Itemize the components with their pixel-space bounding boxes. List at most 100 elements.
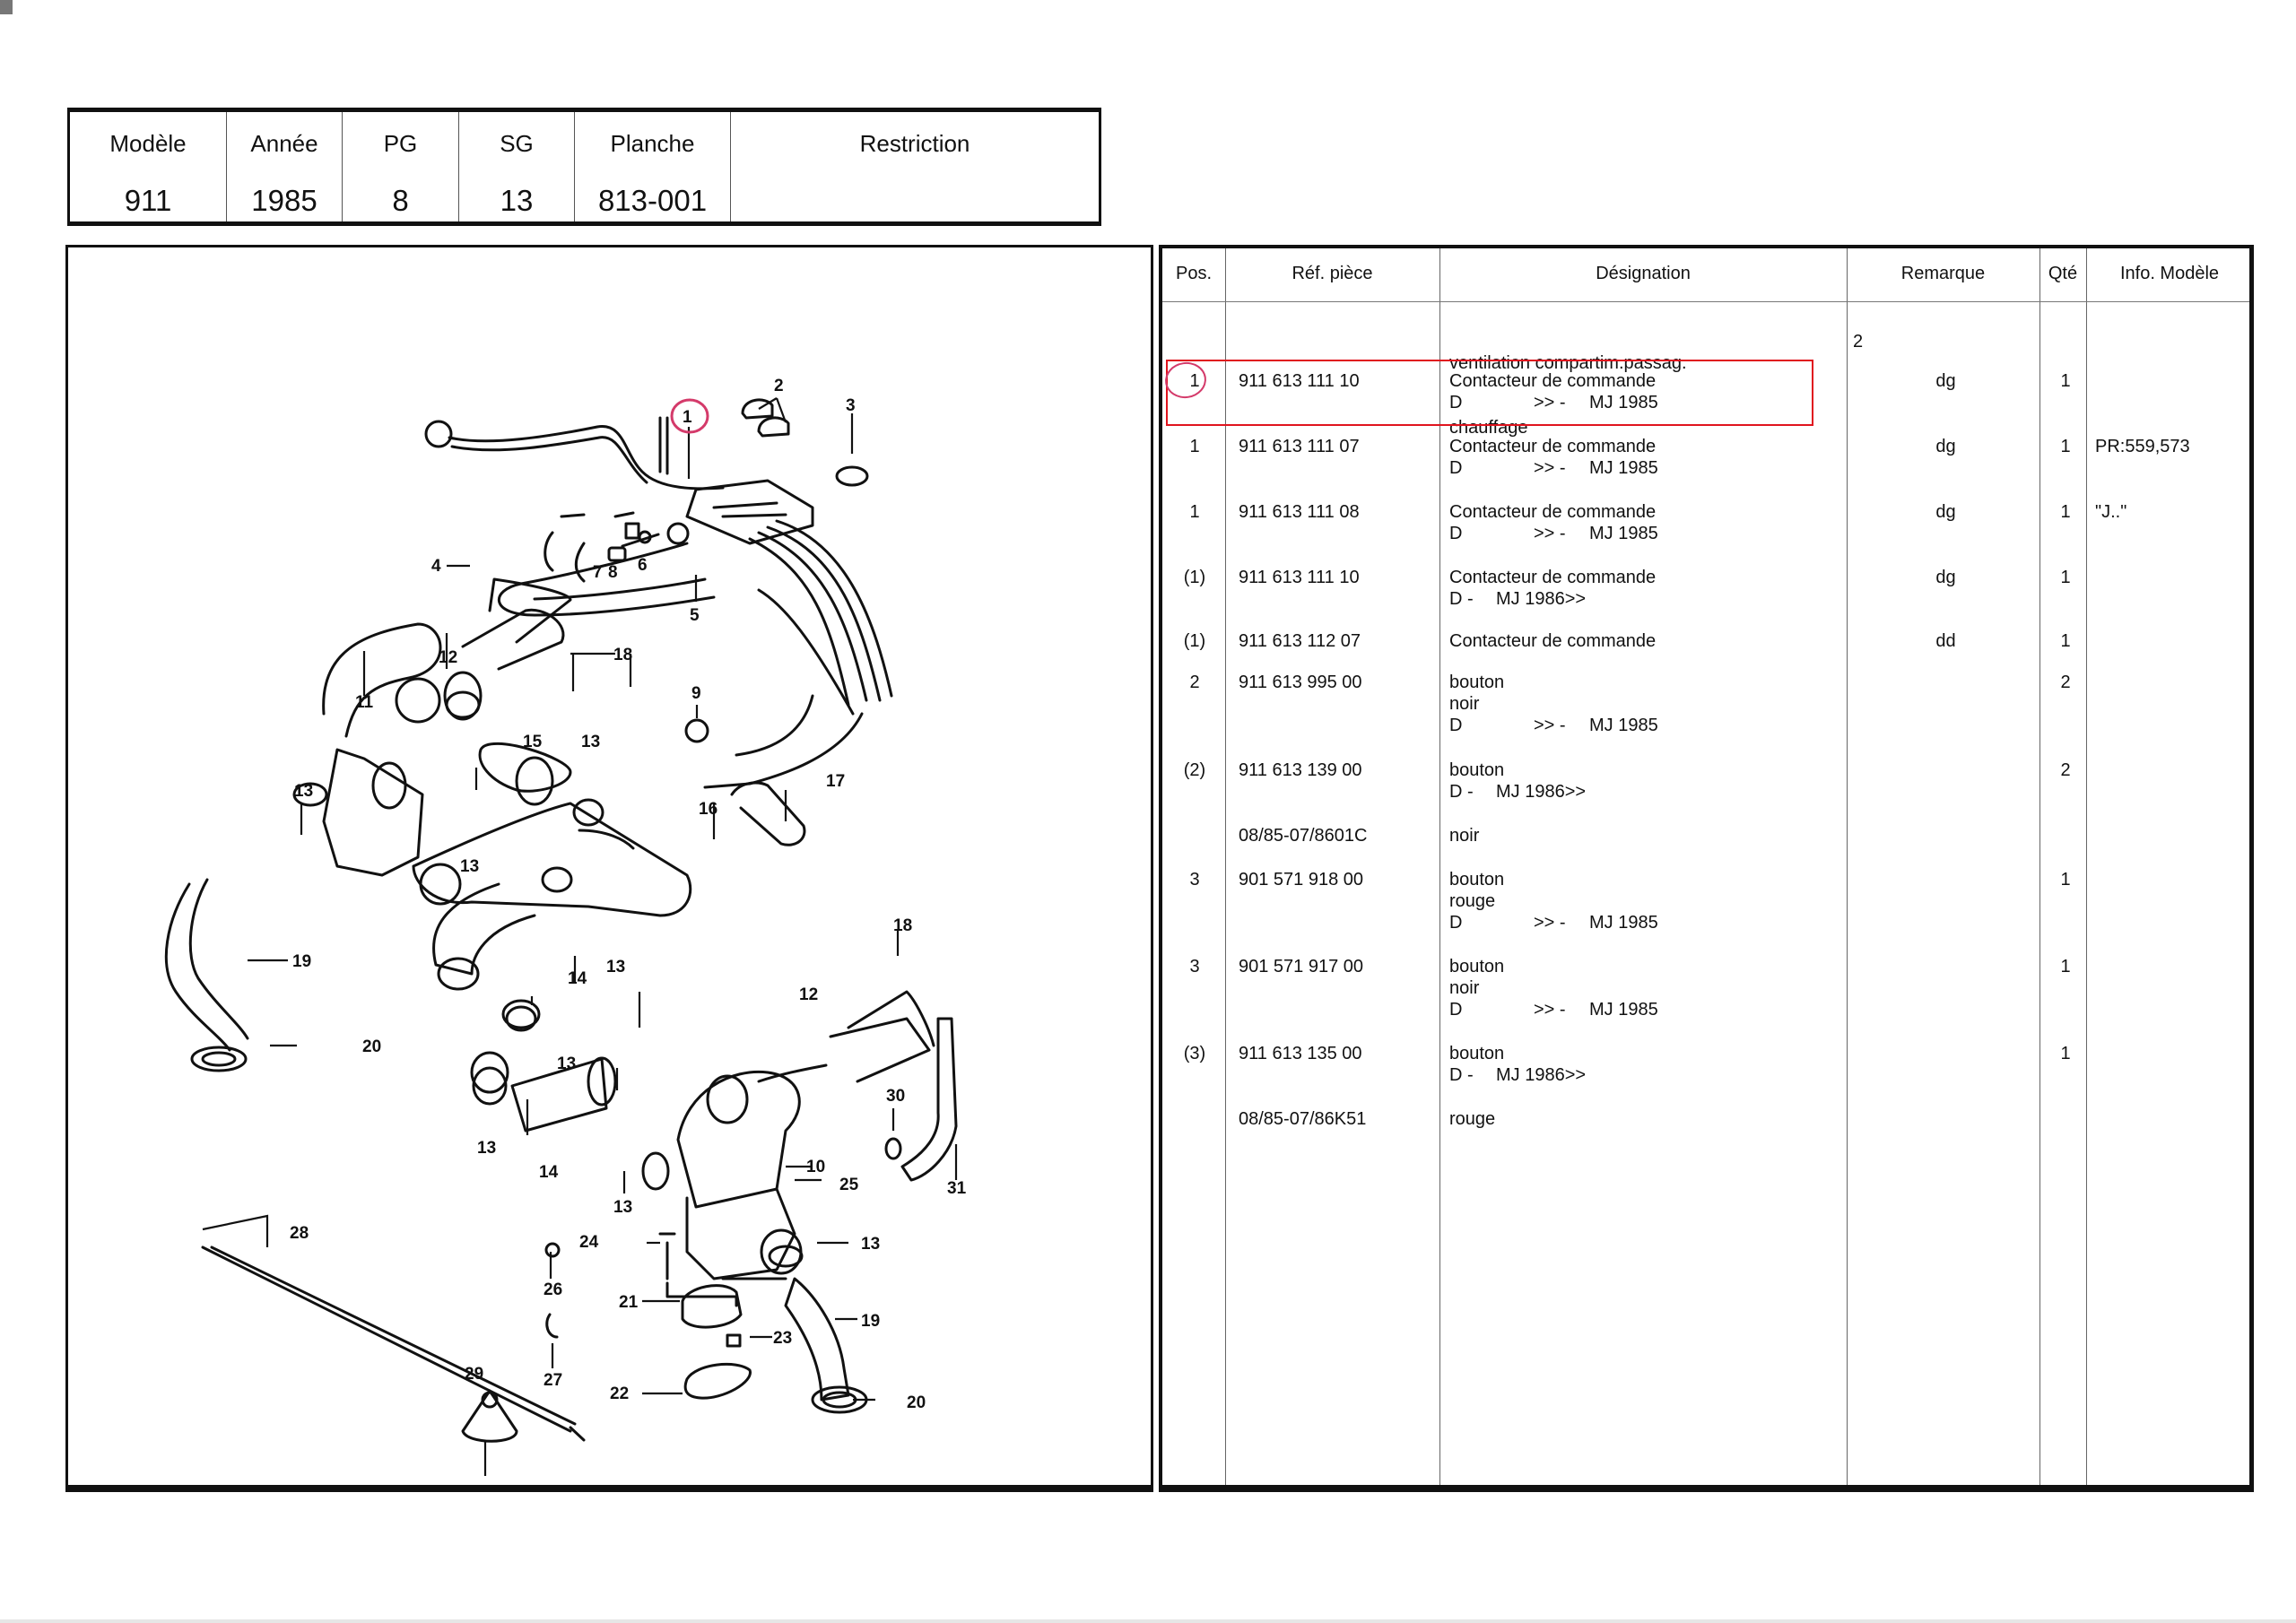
callout-31[interactable]: 31 xyxy=(947,1179,967,1198)
validity-line: D>> -MJ 1985 xyxy=(1449,457,1658,479)
callout-15[interactable]: 15 xyxy=(523,733,543,751)
callout-13c[interactable]: 13 xyxy=(581,733,600,751)
designation-line: bouton xyxy=(1449,673,1505,692)
header-label: PG xyxy=(383,130,418,157)
callout-18a[interactable]: 18 xyxy=(613,646,632,664)
row-pos: (1) xyxy=(1183,568,1206,587)
callout-11[interactable]: 11 xyxy=(355,693,374,712)
callout-13a[interactable]: 13 xyxy=(294,782,313,801)
header-cell-planche: Planche 813-001 xyxy=(575,112,731,221)
callout-13g[interactable]: 13 xyxy=(613,1198,632,1217)
callout-21[interactable]: 21 xyxy=(619,1293,639,1312)
exploded-parts-diagram: 1 2 3 4 5 6 7 8 9 10 11 12 12 13 13 13 1… xyxy=(65,245,1153,1492)
validity-line: D -MJ 1986>> xyxy=(1449,781,1586,803)
validity-arrow: >> - xyxy=(1534,393,1566,412)
designation-line: bouton xyxy=(1449,1044,1505,1063)
row-remarque: dg xyxy=(1935,371,1956,391)
row-quantity: 1 xyxy=(2060,371,2071,391)
callout-10[interactable]: 10 xyxy=(806,1158,825,1176)
callout-25[interactable]: 25 xyxy=(839,1176,859,1194)
callout-24[interactable]: 24 xyxy=(579,1233,599,1252)
row-remarque: dg xyxy=(1935,437,1956,456)
row-quantity: 2 xyxy=(2060,673,2071,692)
validity-year: MJ 1985 xyxy=(1589,458,1658,478)
row-quantity: 1 xyxy=(2060,502,2071,522)
callout-4[interactable]: 4 xyxy=(431,557,441,576)
callout-5[interactable]: 5 xyxy=(690,606,700,625)
designation-line: bouton xyxy=(1449,957,1505,976)
validity-arrow: >> - xyxy=(1534,716,1566,735)
row-pos: 3 xyxy=(1189,957,1200,976)
validity-year: MJ 1986>> xyxy=(1496,1065,1587,1085)
callout-27[interactable]: 27 xyxy=(544,1371,562,1390)
callout-13f[interactable]: 13 xyxy=(477,1139,496,1158)
validity-line: D -MJ 1986>> xyxy=(1449,588,1656,610)
row-pos: 1 xyxy=(1189,371,1200,391)
callout-13d[interactable]: 13 xyxy=(606,958,625,976)
header-label: Planche xyxy=(610,130,695,157)
flexible-hose-drawing xyxy=(784,1277,868,1414)
selected-row-highlight xyxy=(1166,360,1813,426)
callout-14a[interactable]: 14 xyxy=(568,969,587,988)
callout-30[interactable]: 30 xyxy=(886,1087,905,1106)
callout-14b[interactable]: 14 xyxy=(539,1163,559,1182)
row-part-number: 911 613 111 07 xyxy=(1239,437,1360,456)
row-quantity: 1 xyxy=(2060,1044,2071,1063)
validity-line: D>> -MJ 1985 xyxy=(1449,999,1658,1020)
header-table: Modèle 911 Année 1985 PG 8 SG 13 Planche… xyxy=(67,108,1101,226)
callout-23[interactable]: 23 xyxy=(773,1329,792,1348)
designation-line: Contacteur de commande xyxy=(1449,568,1657,587)
air-duct-funnel-drawing xyxy=(488,577,572,644)
callout-6[interactable]: 6 xyxy=(638,556,648,575)
callout-20a[interactable]: 20 xyxy=(362,1037,381,1056)
callout-20b[interactable]: 20 xyxy=(907,1393,926,1412)
section-title: ventilation compartim.passag. xyxy=(1449,353,1687,373)
validity-line: D>> -MJ 1985 xyxy=(1449,392,1658,413)
scan-corner-mark xyxy=(0,0,13,14)
callout-12b[interactable]: 12 xyxy=(799,985,818,1004)
row-designation: rouge xyxy=(1449,1108,1495,1130)
column-header-pos: Pos. xyxy=(1175,264,1213,283)
callout-29[interactable]: 29 xyxy=(465,1365,483,1384)
grommet-drawing xyxy=(461,1389,518,1443)
column-divider xyxy=(1847,248,1848,1485)
callout-13e[interactable]: 13 xyxy=(557,1055,576,1073)
validity-prefix: D - xyxy=(1449,1065,1474,1085)
callout-2[interactable]: 2 xyxy=(774,377,784,395)
callout-12a[interactable]: 12 xyxy=(439,648,457,667)
callout-7[interactable]: 7 xyxy=(593,563,603,582)
validity-prefix: D xyxy=(1449,913,1463,933)
callout-17[interactable]: 17 xyxy=(826,772,845,791)
leader-lines xyxy=(202,397,958,1476)
callout-3[interactable]: 3 xyxy=(846,396,856,415)
row-part-number: 911 613 111 10 xyxy=(1239,371,1360,391)
row-quantity: 1 xyxy=(2060,437,2071,456)
callout-28[interactable]: 28 xyxy=(290,1224,309,1243)
validity-arrow: >> - xyxy=(1534,1000,1566,1020)
cable-rod-drawing xyxy=(201,1245,586,1442)
flexible-hose-drawing xyxy=(900,1017,958,1182)
header-value: 813-001 xyxy=(597,184,708,217)
callout-26[interactable]: 26 xyxy=(544,1280,562,1299)
callout-18b[interactable]: 18 xyxy=(893,916,912,935)
scan-bottom-edge xyxy=(0,1619,2296,1623)
callout-9[interactable]: 9 xyxy=(691,684,701,703)
designation-line: noir xyxy=(1449,694,1480,714)
column-divider xyxy=(2086,248,2087,1485)
callout-19a[interactable]: 19 xyxy=(292,952,311,971)
callout-1[interactable]: 1 xyxy=(683,408,692,427)
callout-13b[interactable]: 13 xyxy=(460,857,479,876)
callout-16[interactable]: 16 xyxy=(699,800,718,819)
row-part-number: 901 571 918 00 xyxy=(1239,870,1364,890)
callout-22[interactable]: 22 xyxy=(610,1384,629,1403)
callout-19b[interactable]: 19 xyxy=(861,1312,880,1331)
callout-8[interactable]: 8 xyxy=(608,563,618,582)
designation-line: rouge xyxy=(1449,1109,1496,1129)
diagram-drawing: 1 2 3 4 5 6 7 8 9 10 11 12 12 13 13 13 1… xyxy=(164,377,967,1476)
section-designation: ventilation compartim.passag. chauffage xyxy=(1449,309,1687,482)
knob-drawing xyxy=(741,398,869,487)
callout-13h[interactable]: 13 xyxy=(861,1235,880,1254)
validity-line: D - MJ 1986>> xyxy=(1449,1064,1586,1086)
